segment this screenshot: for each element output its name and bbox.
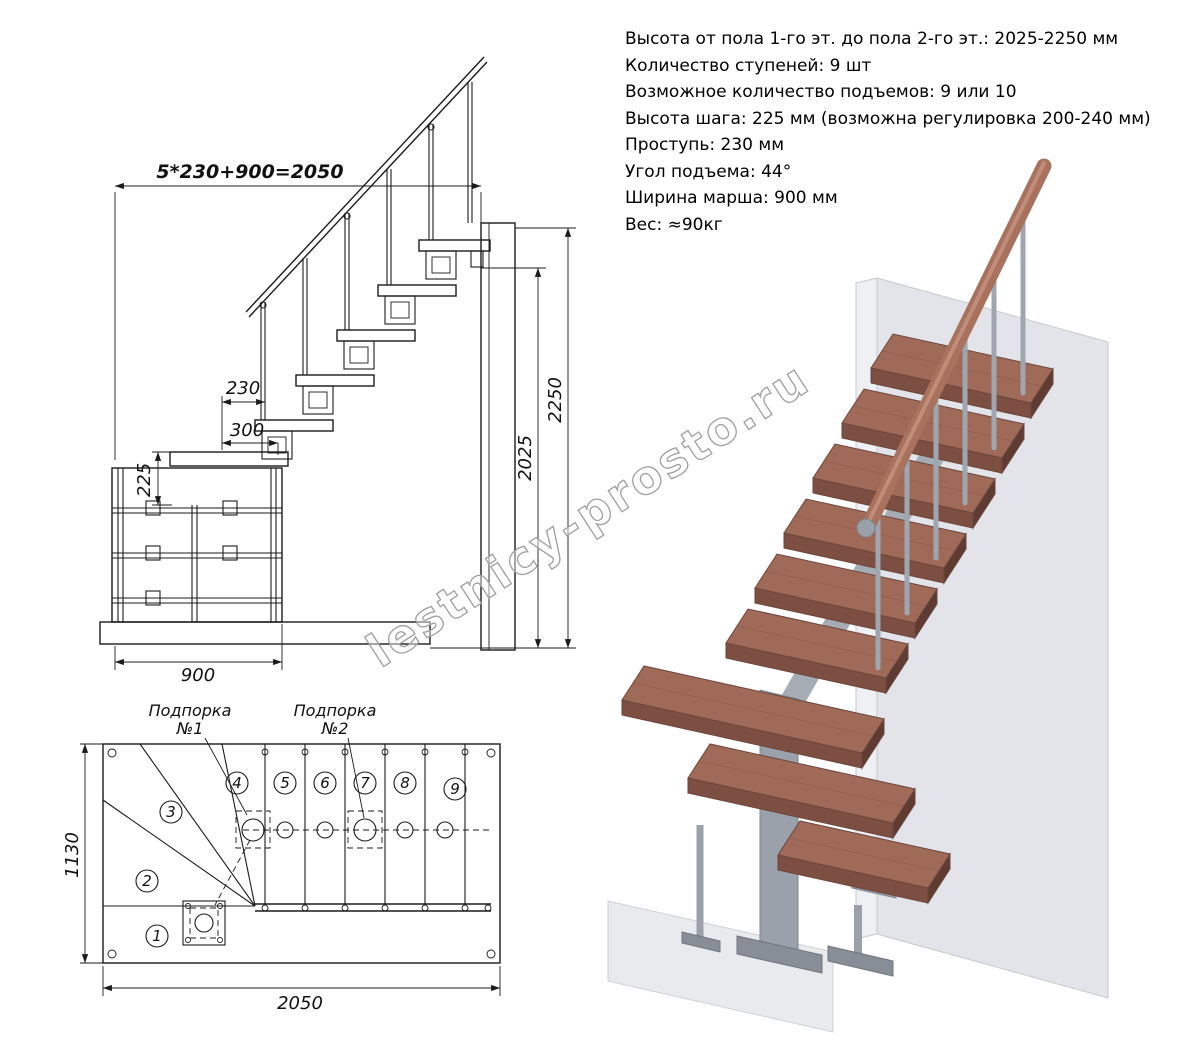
dim-platform-300-label: 300 (230, 420, 264, 441)
tread (295, 374, 375, 387)
render-handrail (856, 158, 1052, 538)
render-first-step-foot (827, 905, 894, 977)
riser-modules (261, 250, 457, 460)
plan-step-number: 4 (232, 774, 242, 792)
render-winder-support-post (681, 825, 721, 953)
tread (418, 239, 491, 252)
dim-length-2050-label: 2050 (277, 993, 323, 1014)
render-center-column (736, 689, 823, 974)
spec-line: Высота шага: 225 мм (возможна регулировк… (625, 108, 1151, 129)
wall-column (480, 222, 516, 651)
dim-depth-1130-label: 1130 (62, 832, 83, 878)
spec-line: Ширина марша: 900 мм (625, 188, 838, 208)
plan-step-number: 3 (166, 803, 176, 821)
tread (254, 419, 334, 432)
dim-riser-225-label: 225 (134, 463, 155, 497)
render-floor (607, 900, 834, 1033)
spec-line: Угол подъема: 44° (625, 161, 792, 182)
support-1-number: №1 (176, 719, 204, 738)
dim-height-2250-label: 2250 (545, 377, 566, 423)
plan-step-number: 6 (320, 774, 330, 792)
plan-step-number: 2 (142, 872, 152, 890)
spec-line: Высота от пола 1-го эт. до пола 2-го эт.… (625, 29, 1119, 49)
elevation-dimensions: 5*230+900=2050 230 300 225 (114, 161, 576, 686)
spec-line: Вес: ≈90кг (625, 214, 723, 235)
plan-step-number: 7 (360, 774, 370, 792)
spec-line: Возможное количество подъемов: 9 или 10 (625, 82, 1017, 102)
support-1-label: Подпорка (149, 701, 232, 720)
render-balusters (875, 211, 1026, 671)
support-1-outline (235, 810, 271, 849)
plan-step-numbers: 1 2 3 4 5 6 7 8 9 (135, 771, 467, 948)
plan-step-dividers (102, 743, 491, 912)
dim-width-900-label: 900 (181, 665, 215, 686)
plan-center-posts (214, 810, 492, 906)
handrail-end-cap (856, 518, 876, 538)
spec-line: Количество ступеней: 9 шт (625, 55, 872, 76)
tread (377, 284, 457, 297)
dim-tread-230-label: 230 (226, 378, 260, 399)
render-3d (607, 158, 1109, 1033)
dim-total-run-label: 5*230+900=2050 (156, 161, 343, 183)
dim-height-2025-label: 2025 (515, 435, 536, 481)
plan-step-number: 8 (400, 774, 410, 792)
spec-line: Проступь: 230 мм (625, 135, 785, 155)
plan-view-drawing: 1 2 3 4 5 6 7 8 9 Подпорка №1 Подпорка №… (62, 701, 501, 1014)
side-elevation-drawing: 5*230+900=2050 230 300 225 (99, 56, 576, 686)
plan-dimensions: 1130 2050 (62, 743, 501, 1014)
plan-support-labels: Подпорка №1 Подпорка №2 (149, 701, 377, 819)
plan-outline (102, 743, 501, 964)
specs-panel: Высота от пола 1-го эт. до пола 2-го эт.… (625, 26, 1170, 238)
plan-step-number: 5 (280, 774, 290, 792)
elevation-railing (245, 56, 488, 420)
plan-support-base (182, 900, 226, 946)
support-2-label: Подпорка (294, 701, 377, 720)
elevation-structure (99, 222, 516, 651)
render-treads (621, 333, 1054, 905)
plan-screws (107, 748, 496, 959)
support-2-outline (347, 810, 383, 849)
support-2-number: №2 (321, 719, 349, 738)
tread (336, 329, 416, 342)
wall-bracket (470, 250, 484, 268)
plan-step-number: 1 (152, 927, 162, 945)
plan-step-number: 9 (450, 780, 460, 798)
